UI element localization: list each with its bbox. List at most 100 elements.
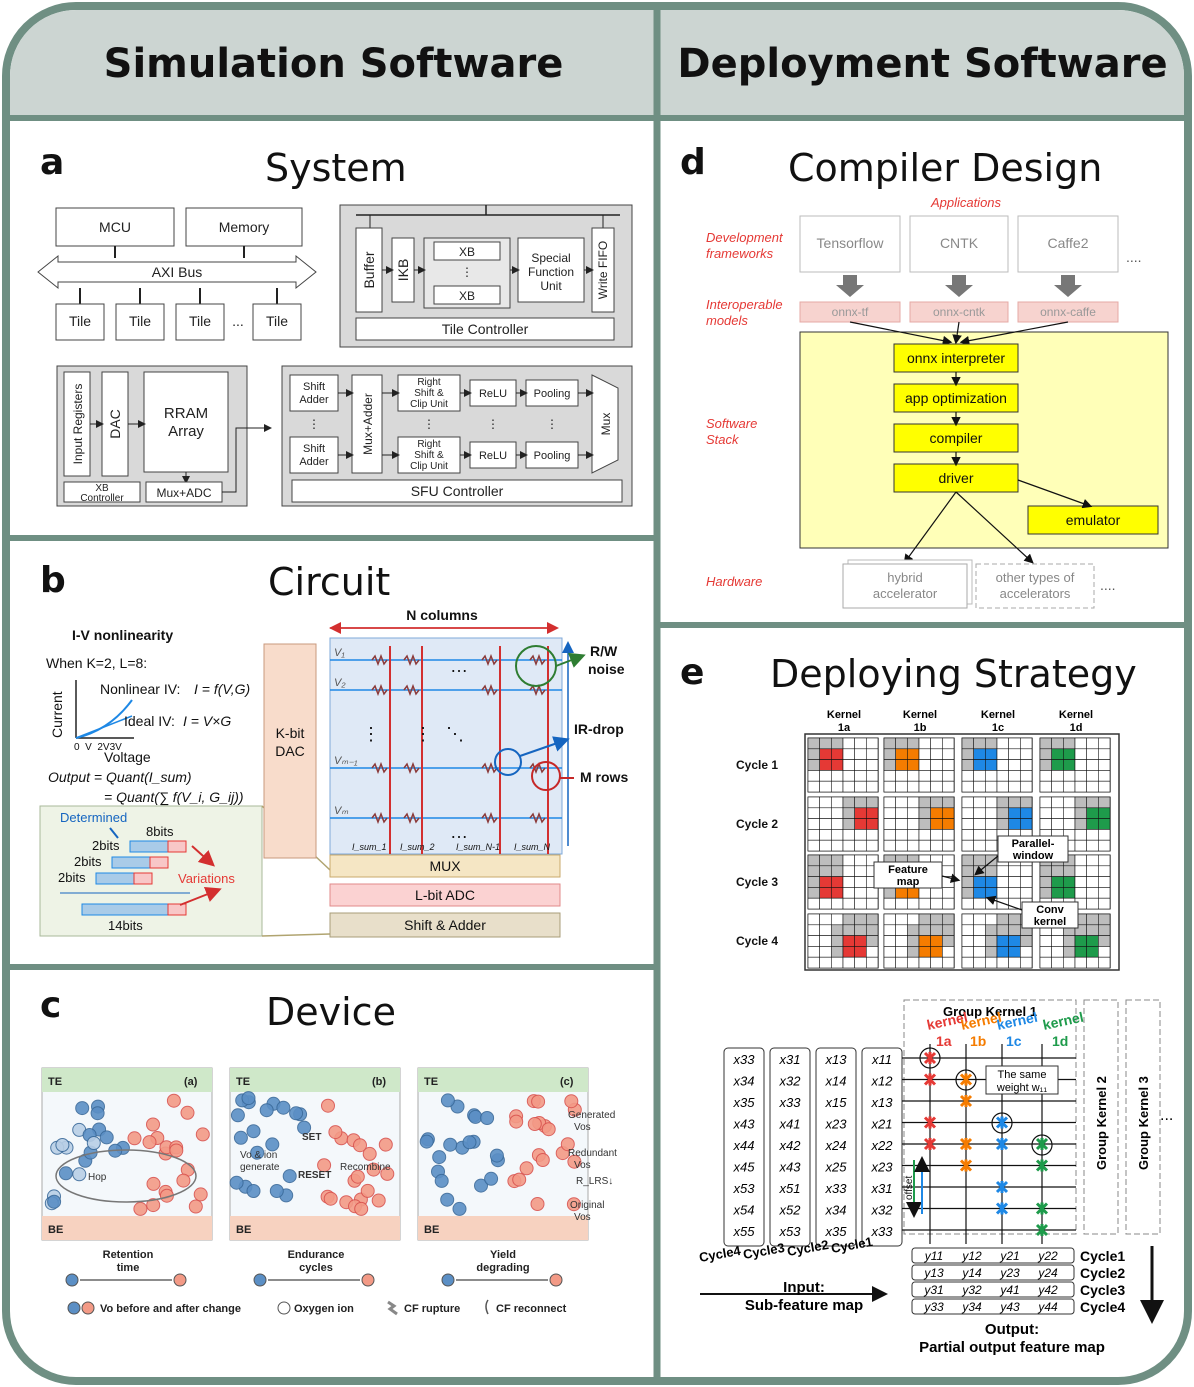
kbit-dac-label: DAC [275,743,305,759]
feature-map-callout [873,861,943,889]
row-label: Vₘ [334,805,348,817]
input-value: x54 [733,1203,755,1218]
circuit-diagram: I-V nonlinearity When K=2, L=8: Current … [39,607,628,938]
cycle-label: Cycle 1 [736,758,778,772]
kernel-header: Kernel [903,709,937,721]
vacancy-dot [289,1106,304,1121]
vacancy-dot [371,1193,386,1208]
conv-kernel-label: Conv [1036,904,1064,916]
framework-more: .... [1126,249,1142,265]
mux-adder-label: Mux+Adder [361,393,375,455]
output-cycle-label: Cycle3 [1080,1282,1125,1298]
shift-adder-label: Adder [299,456,329,468]
vacancy-dot [47,1194,62,1209]
feature-map-grid [807,737,879,793]
right-shift-label: Clip Unit [410,399,448,410]
word-lines [330,659,562,819]
generated-label: Vos [574,1122,591,1133]
input-value: x53 [779,1224,802,1239]
vacancy-dot [265,1137,280,1152]
down-arrow-icon [945,275,973,297]
panel-a-label: a [40,142,65,183]
stack-label: driver [938,470,973,486]
same-weight-circle [919,1047,941,1069]
right-shift-label: Clip Unit [410,461,448,472]
framework-box [799,215,901,273]
software-stack-label: Software [706,416,757,431]
input-value: x33 [825,1181,848,1196]
kernel-column-label: kernel [1041,1009,1085,1033]
input-value: x12 [871,1074,894,1089]
down-arrow-icon [1054,275,1082,297]
relu-label: ReLU [479,388,507,400]
rlrs-label: R_LRS↓ [576,1176,613,1187]
vacancy-dot [230,1108,245,1123]
lbit-adc-label: L-bit ADC [415,887,475,903]
weight-mark [959,1094,973,1108]
input-value: x33 [871,1224,894,1239]
variations-label: Variations [178,871,235,886]
right-shift-label: Shift & [414,450,444,461]
xb-label: XB [459,289,475,303]
output-eq: Output = Quant(I_sum) [48,769,192,785]
input-value: x43 [733,1117,756,1132]
vacancy-dot [380,1166,395,1181]
legend-reconnect: CF reconnect [496,1303,567,1315]
vacancy-dot [566,1197,581,1212]
generated-label: Generated [568,1110,615,1121]
input-column [861,1047,903,1247]
vacancy-dot [419,1134,434,1149]
same-weight-circle [955,1069,977,1091]
parallel-window-label: Parallel- [1012,838,1055,850]
panel-e-label: e [680,652,705,693]
n-columns-label: N columns [406,607,478,623]
same-weight-label: weight w₁₁ [996,1082,1048,1094]
stack-label: onnx interpreter [907,350,1005,366]
xb-block [433,285,501,305]
circuit-title: Circuit [268,560,391,604]
down-arrow-icon [836,275,864,297]
sfu-dots: ⋮ [487,417,499,431]
input-value: x23 [825,1117,848,1132]
vacancy-dot [567,1154,582,1169]
recombine-label: Recombine [340,1162,391,1173]
sfu-dots: ⋮ [423,417,435,431]
hop-ellipse [55,1149,197,1203]
input-value: x32 [871,1203,894,1218]
sfu-dots: ⋮ [308,417,320,431]
pooling-block [525,379,579,407]
vacancy-dot [72,1167,87,1182]
vacancy-dot [360,1183,375,1198]
kernel-column-label: 1c [1006,1033,1022,1049]
vacancy-dot [354,1201,369,1216]
parallel-window-label: window [1012,850,1054,862]
vacancy-dots [44,1091,582,1216]
isum-label: I_sum_N-1 [456,842,500,852]
vo-ion-label: generate [240,1162,280,1173]
output-row [911,1298,1075,1315]
input-column [815,1047,857,1247]
vacancy-dot [535,1153,550,1167]
ir-drop-circle [494,748,522,776]
software-stack-label: Stack [706,432,740,447]
vacancy-dot [269,1184,284,1198]
endurance-label: Endurance [288,1249,345,1261]
vacancy-dot [180,1105,195,1120]
endurance-label: cycles [299,1262,333,1274]
output-value: y42 [1037,1283,1058,1297]
mux-bar [329,854,561,878]
vacancy-dot [127,1131,142,1146]
stack-label: compiler [930,430,983,446]
cf-reconnect-icon [485,1299,489,1315]
vacancy-dot [297,1120,312,1135]
mux-label: Mux [599,413,613,436]
device-diagram: TE TE TE BE BE BE (a) (b) (c) Hop Vo & i… [41,1067,617,1316]
original-label: Vos [574,1212,591,1223]
hybrid-label: hybrid [887,570,922,585]
compiler-diagram: Applications Development frameworks Inte… [706,195,1169,609]
be-label: BE [424,1224,439,1236]
stack-label: app optimization [905,390,1007,406]
axi-bus-arrow [37,254,317,290]
tile-block [55,303,105,341]
vacancy-dot [241,1091,256,1106]
